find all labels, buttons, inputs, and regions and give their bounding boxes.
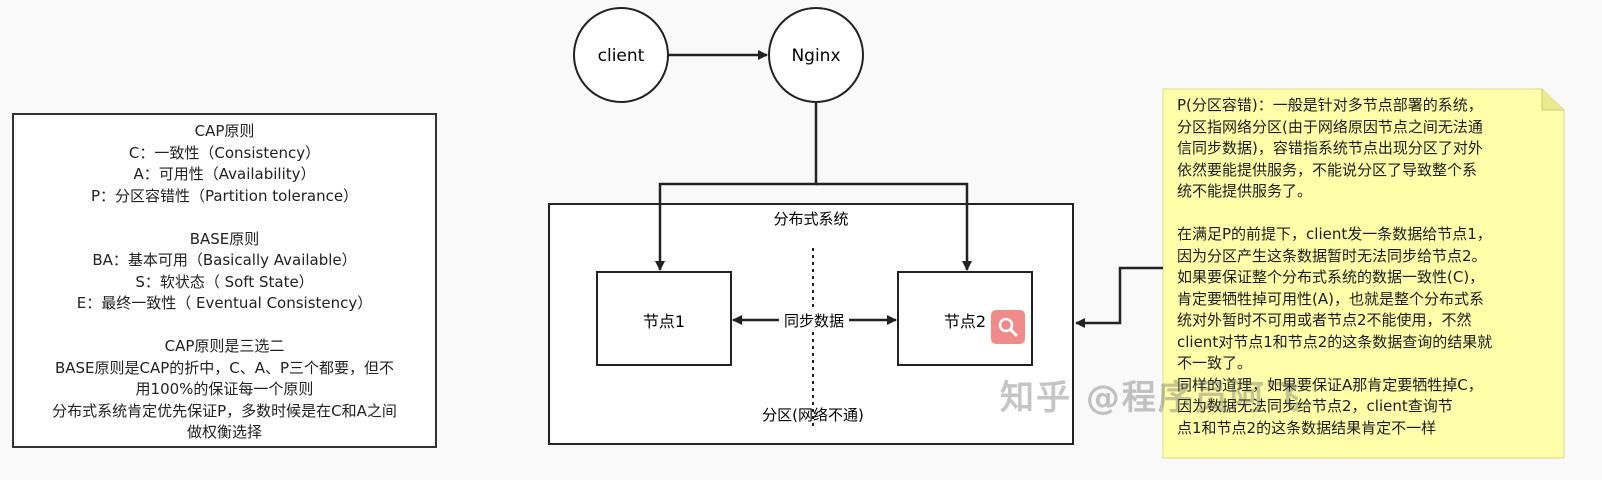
nginx-label: Nginx <box>791 46 840 66</box>
panel-line: E：最终一致性（ Eventual Consistency） <box>76 294 373 312</box>
panel-line: CAP原则是三选二 <box>164 337 285 355</box>
note-line: client对节点1和节点2的这条数据查询的结果就 <box>1177 332 1493 351</box>
note-background <box>1162 88 1565 459</box>
panel-line: 用100%的保证每一个原则 <box>135 380 314 398</box>
cap-base-panel: CAP原则 C：一致性（Consistency） A：可用性（Availabil… <box>12 113 437 448</box>
node1-label: 节点1 <box>643 312 685 331</box>
panel-line: BASE原则是CAP的折中，C、A、P三个都要，但不 <box>54 358 395 377</box>
panel-spacer <box>14 207 435 229</box>
note-fold <box>1541 89 1564 111</box>
sync-label-bg <box>780 309 849 331</box>
panel-line: 分布式系统肯定优先保证P，多数时候是在C和A之间 <box>52 401 397 420</box>
sync-label: 同步数据 <box>784 312 844 330</box>
watermark: 知乎 @程序员阿飞 <box>1000 378 1302 418</box>
panel-line: C：一致性（Consistency） <box>128 143 321 162</box>
panel-line: BA：基本可用（Basically Available） <box>92 251 357 269</box>
note-line: P(分区容错)：一般是针对多节点部署的系统， <box>1177 96 1483 114</box>
nginx-to-node1-arrow <box>655 102 818 271</box>
note-line: 如果要保证整个分布式系统的数据一致性(C)， <box>1177 268 1485 286</box>
system-label: 分布式系统 <box>773 210 848 228</box>
panel-line: A：可用性（Availability） <box>133 165 316 183</box>
panel-line: 做权衡选择 <box>186 423 262 441</box>
note-line: 信同步数据)，容错指系统节点出现分区了对外 <box>1177 139 1483 157</box>
note-line: 统对外暂时不可用或者节点2不能使用，不然 <box>1177 311 1472 329</box>
note-line: 因为数据无法同步给节点2，client查询节 <box>1177 397 1453 415</box>
partition-label: 分区(网络不通) <box>762 406 864 424</box>
note-line: 肯定要牺牲掉可用性(A)，也就是整个分布式系 <box>1177 289 1484 308</box>
node2-box <box>897 271 1033 366</box>
note-line: 依然要能提供服务，不能说分区了导致整个系 <box>1177 160 1478 179</box>
panel-line: CAP原则 <box>194 122 255 140</box>
note-spacer <box>1177 203 1539 225</box>
node2-label: 节点2 <box>944 312 986 331</box>
note-line: 在满足P的前提下，client发一条数据给节点1， <box>1177 225 1492 243</box>
panel-line: P：分区容错性（Partition tolerance） <box>90 186 359 205</box>
panel-line: BASE原则 <box>189 229 260 248</box>
note-pointer-arrow <box>1075 266 1163 328</box>
note-line: 统不能提供服务了。 <box>1177 182 1313 200</box>
node1-box <box>596 271 732 366</box>
panel-line: S：软状态（ Soft State） <box>135 272 314 291</box>
note-line: 不一致了。 <box>1177 354 1253 372</box>
note-line: 分区指网络分区(由于网络原因节点之间无法通 <box>1177 117 1483 136</box>
note-line: 点1和节点2的这条数据结果肯定不一样 <box>1177 418 1437 437</box>
search-icon[interactable] <box>991 310 1025 344</box>
note-line: 同样的道理，如果要保证A那肯定要牺牲掉C， <box>1177 375 1483 394</box>
note-line: 因为分区产生这条数据暂时无法同步给节点2。 <box>1177 246 1487 265</box>
nginx-to-node2-arrow <box>816 182 972 271</box>
panel-spacer <box>14 315 435 337</box>
partition-note: P(分区容错)：一般是针对多节点部署的系统， 分区指网络分区(由于网络原因节点之… <box>1177 95 1539 439</box>
client-label: client <box>598 46 645 66</box>
